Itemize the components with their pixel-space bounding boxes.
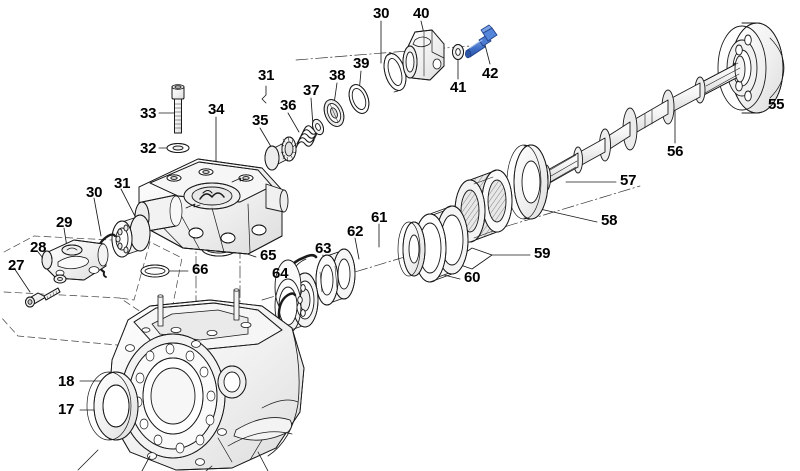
part-60-thrust-washer [397, 221, 426, 277]
callout-31-upper: 31 [258, 67, 275, 84]
callout-59: 59 [534, 245, 551, 262]
callout-18: 18 [58, 373, 75, 390]
callout-57: 57 [620, 172, 637, 189]
part-27-socket-screw [25, 287, 61, 308]
callout-30-lower: 30 [86, 184, 103, 201]
callout-36: 36 [280, 97, 297, 114]
callout-62: 62 [347, 223, 364, 240]
callout-29: 29 [56, 214, 73, 231]
part-61-bushing [315, 248, 356, 306]
callout-41: 41 [450, 79, 467, 96]
part-40-valve-head [402, 29, 445, 81]
part-28-washer [53, 274, 67, 284]
part-38-oil-seal [323, 99, 345, 127]
part-42-highlighted-bolt [464, 24, 498, 59]
part-56-drive-shaft [541, 55, 746, 192]
callout-64: 64 [272, 265, 289, 282]
part-39-o-ring [348, 84, 370, 114]
callout-17: 17 [58, 401, 75, 418]
callout-38: 38 [329, 67, 346, 84]
callout-37: 37 [303, 82, 320, 99]
callout-33: 33 [140, 105, 157, 122]
part-59-bearing-cup [413, 205, 469, 283]
callout-56: 56 [667, 143, 684, 160]
part-30-seal-ring-upper [383, 52, 407, 93]
part-29-port-manifold [41, 239, 109, 281]
callout-32: 32 [140, 140, 157, 157]
part-32-washer [166, 143, 190, 153]
part-37-small-washer [312, 118, 324, 136]
callout-34: 34 [208, 101, 225, 118]
callout-31-lower: 31 [114, 175, 131, 192]
part-18-crankcase-housing [107, 288, 305, 471]
part-57-spacer-washer [506, 144, 549, 220]
callout-42: 42 [482, 65, 499, 82]
callout-66: 66 [192, 261, 209, 278]
callout-65: 65 [260, 247, 277, 264]
part-41-washer [452, 44, 464, 60]
callout-39: 39 [353, 55, 370, 72]
part-34-pump-housing [134, 158, 289, 255]
callout-30-upper: 30 [373, 5, 390, 22]
callout-60: 60 [464, 269, 481, 286]
callout-40: 40 [413, 5, 430, 22]
part-33-cap-screw [171, 84, 185, 134]
part-17-front-oil-seal [86, 371, 139, 441]
callout-35: 35 [252, 112, 269, 129]
callout-61: 61 [371, 209, 388, 226]
callout-63: 63 [315, 240, 332, 257]
part-31-valve-cage-lower [111, 214, 151, 258]
part-66-o-ring [140, 264, 170, 278]
callout-55: 55 [768, 96, 785, 113]
callout-28: 28 [30, 239, 47, 256]
callout-58: 58 [601, 212, 618, 229]
callout-27: 27 [8, 257, 25, 274]
part-35-coupler-gear [264, 136, 297, 171]
